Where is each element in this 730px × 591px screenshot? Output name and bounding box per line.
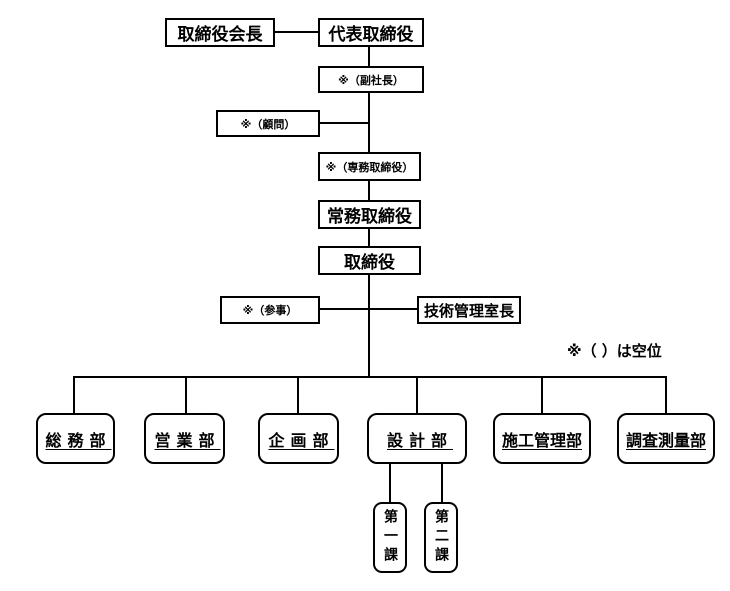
drop-line-section-first	[389, 463, 391, 502]
connector-vertical-line	[368, 275, 370, 378]
section-second: 第二課	[424, 502, 458, 573]
connector-vertical-line	[368, 181, 370, 201]
dept-planning: 企画部	[258, 413, 339, 464]
connector-counselor-techoffice-line	[320, 308, 417, 310]
vacancy-note: ※（ ）は空位	[567, 342, 662, 360]
node-senior-managing-director-vacant: ※（専務取締役）	[318, 152, 421, 181]
dept-sales: 営業部	[144, 413, 225, 464]
drop-line-general-affairs	[73, 377, 75, 414]
drop-line-construction	[541, 377, 543, 414]
node-director: 取締役	[318, 246, 421, 275]
node-representative-director: 代表取締役	[318, 18, 424, 47]
section-first: 第一課	[373, 502, 407, 573]
connector-vertical-line	[368, 47, 370, 67]
node-chairman: 取締役会長	[165, 18, 275, 47]
drop-line-section-second	[441, 463, 443, 502]
drop-line-sales	[185, 377, 187, 414]
node-vice-president-vacant: ※（副社長）	[318, 66, 424, 93]
connector-vertical-line	[368, 229, 370, 247]
drop-line-planning	[297, 377, 299, 414]
node-counselor-vacant: ※（参事）	[220, 296, 320, 324]
node-advisor-vacant: ※（顧問）	[216, 110, 320, 137]
distribution-line	[73, 376, 667, 378]
dept-general-affairs: 総務部	[36, 413, 115, 464]
node-technical-management-office-chief: 技術管理室長	[417, 296, 521, 324]
dept-design: 設計部	[367, 413, 467, 464]
dept-survey: 調査測量部	[617, 413, 715, 464]
node-managing-director: 常務取締役	[318, 200, 421, 229]
drop-line-design	[416, 377, 418, 414]
drop-line-survey	[665, 377, 667, 414]
connector-advisor-line	[320, 122, 370, 124]
connector-chairman-president-line	[275, 31, 318, 33]
dept-construction-management: 施工管理部	[493, 413, 591, 464]
